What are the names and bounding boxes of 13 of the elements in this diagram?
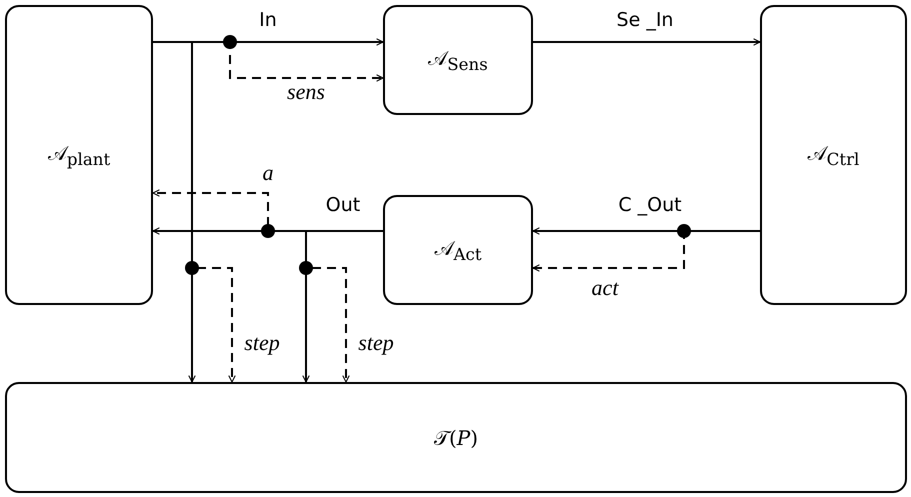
node-label: 𝒯(P) xyxy=(434,426,478,450)
process-box xyxy=(5,5,153,305)
node-label: 𝒜$_{Sens}$ xyxy=(428,46,488,74)
dashed-arrow xyxy=(153,41,236,383)
node-label: 𝒜$_{Ctrl}$ xyxy=(808,141,860,169)
node-label: 𝒜$_{Act}$ xyxy=(434,236,482,264)
process-box xyxy=(383,195,533,305)
process-box xyxy=(383,5,533,115)
node-label: 𝒜$_{plant}$ xyxy=(48,141,110,169)
process-box xyxy=(760,5,907,305)
arrow xyxy=(533,38,761,46)
edge-label: C _Out xyxy=(616,194,684,216)
process-box xyxy=(5,382,907,493)
